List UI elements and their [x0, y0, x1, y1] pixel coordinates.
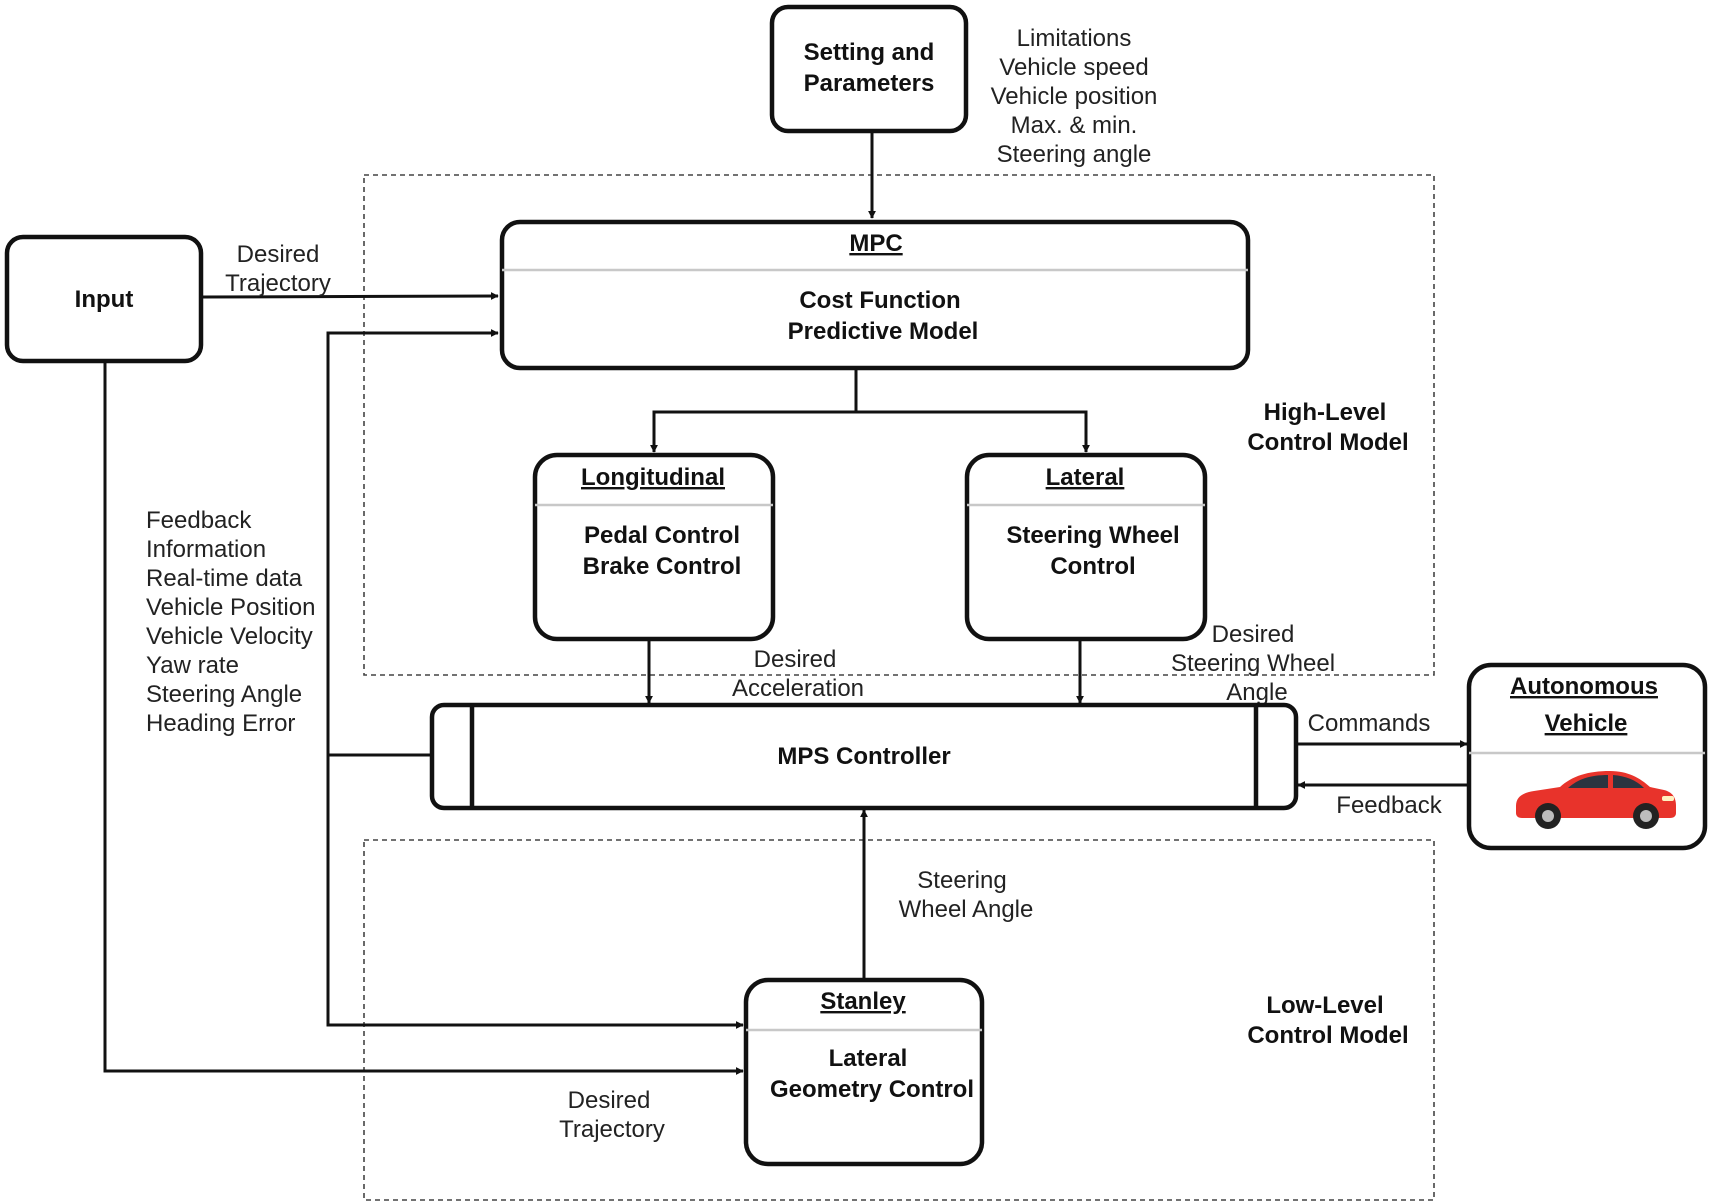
settings-title-line-2: Parameters: [804, 70, 935, 97]
mpc-heading: MPC: [849, 230, 902, 257]
input-box: Input: [4, 234, 204, 364]
feedback-info-line-8: Heading Error: [146, 710, 295, 737]
feedback-to-mpc-arrow: [326, 329, 499, 755]
feedback-info-line-3: Real-time data: [146, 565, 303, 592]
limit-line-4: Max. & min.: [1011, 112, 1138, 139]
high-level-region: [363, 174, 1435, 676]
feedback-info-line-2: Information: [146, 536, 266, 563]
longitudinal-heading: Longitudinal: [581, 464, 725, 491]
limit-line-3: Vehicle position: [991, 83, 1158, 110]
mps-controller-title: MPS Controller: [777, 743, 950, 770]
low-level-label-line-1: Low-Level: [1266, 992, 1383, 1019]
mpc-to-lateral-arrow: [856, 410, 1090, 453]
input-to-mpc-arrow: [201, 292, 499, 301]
feedback-info-line-4: Vehicle Position: [146, 594, 315, 621]
desired-trajectory-bottom-line-1: Desired: [568, 1087, 651, 1114]
feedback-label: Feedback: [1336, 792, 1442, 819]
feedback-info-line-6: Yaw rate: [146, 652, 239, 679]
mpc-box: MPC Cost Function Predictive Model: [499, 219, 1251, 371]
longitudinal-body-line-2: Brake Control: [583, 553, 742, 580]
high-level-label-line-1: High-Level: [1264, 399, 1387, 426]
feedback-to-stanley-arrow: [326, 755, 744, 1029]
low-level-region: [363, 839, 1435, 1201]
longitudinal-box: Longitudinal Pedal Control Brake Control: [532, 452, 776, 642]
desired-acceleration-line-2: Acceleration: [732, 675, 864, 702]
limit-line-2: Vehicle speed: [999, 54, 1148, 81]
mpc-to-longitudinal-arrow: [650, 410, 856, 453]
desired-trajectory-bottom-line-2: Trajectory: [559, 1116, 665, 1143]
mpc-body-line-2: Predictive Model: [788, 318, 979, 345]
lateral-box: Lateral Steering Wheel Control: [964, 452, 1208, 642]
mps-controller-box: MPS Controller: [429, 702, 1299, 811]
high-level-label-line-2: Control Model: [1247, 429, 1408, 456]
desired-steering-line-2: Steering Wheel: [1171, 650, 1335, 677]
stanley-box: Stanley Lateral Geometry Control: [743, 977, 985, 1167]
input-to-stanley-arrow: [103, 363, 744, 1075]
limit-line-1: Limitations: [1017, 25, 1132, 52]
limit-line-5: Steering angle: [997, 141, 1152, 168]
longitudinal-body-line-1: Pedal Control: [584, 522, 740, 549]
input-title: Input: [75, 286, 134, 313]
desired-steering-line-1: Desired: [1212, 621, 1295, 648]
vehicle-heading-line-2: Vehicle: [1545, 710, 1628, 737]
desired-trajectory-top-line-2: Trajectory: [225, 270, 331, 297]
desired-steering-line-3: Angle: [1226, 679, 1287, 706]
low-level-label-line-2: Control Model: [1247, 1022, 1408, 1049]
desired-acceleration-line-1: Desired: [754, 646, 837, 673]
steering-wheel-angle-line-2: Wheel Angle: [899, 896, 1034, 923]
commands-label: Commands: [1308, 710, 1431, 737]
lateral-heading: Lateral: [1046, 464, 1125, 491]
autonomous-vehicle-box: Autonomous Vehicle: [1466, 662, 1708, 851]
lateral-body-line-2: Control: [1050, 553, 1135, 580]
car-icon: [1516, 771, 1676, 829]
steering-wheel-angle-line-1: Steering: [917, 867, 1006, 894]
vehicle-heading-line-1: Autonomous: [1510, 673, 1658, 700]
stanley-body-line-1: Lateral: [829, 1045, 908, 1072]
feedback-info-line-7: Steering Angle: [146, 681, 302, 708]
settings-box: Setting and Parameters: [769, 4, 969, 134]
lateral-body-line-1: Steering Wheel: [1006, 522, 1179, 549]
mpc-body-line-1: Cost Function: [799, 287, 960, 314]
limitations-text: Limitations Vehicle speed Vehicle positi…: [991, 25, 1158, 168]
feedback-information-list: Feedback Information Real-time data Vehi…: [146, 507, 315, 737]
stanley-heading: Stanley: [820, 988, 906, 1015]
desired-trajectory-top-line-1: Desired: [237, 241, 320, 268]
feedback-info-line-5: Vehicle Velocity: [146, 623, 313, 650]
feedback-info-line-1: Feedback: [146, 507, 252, 534]
stanley-body-line-2: Geometry Control: [770, 1076, 974, 1103]
settings-title-line-1: Setting and: [804, 39, 935, 66]
connectors: [103, 132, 1468, 1075]
